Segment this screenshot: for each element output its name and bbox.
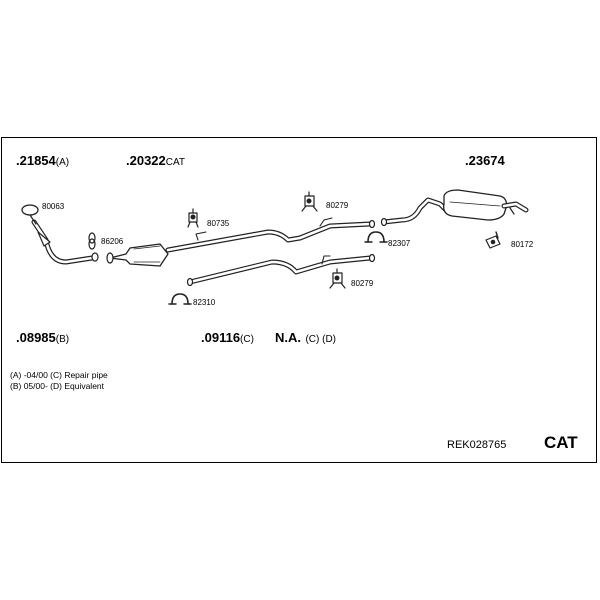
legend-line-2: (B) 05/00- (D) Equivalent — [10, 381, 105, 391]
diagram-frame — [1, 137, 597, 463]
cat-badge: CAT — [544, 433, 578, 452]
part-na: N.A. (C) (D) — [275, 330, 336, 345]
middle-pipe-upper-drawing — [165, 217, 376, 253]
clamp-82307-drawing — [364, 231, 388, 243]
code-80279-lower: 80279 — [351, 279, 374, 288]
middle-pipe-lower-drawing — [186, 253, 376, 287]
rubber-hanger-80279-lower-drawing — [329, 268, 346, 289]
part-20322: .20322CAT — [126, 153, 186, 168]
code-82310: 82310 — [193, 298, 216, 307]
catalytic-converter-drawing — [106, 243, 169, 267]
code-86206: 86206 — [101, 237, 124, 246]
part-23674: .23674 — [465, 153, 505, 168]
legend: (A) -04/00 (C) Repair pipe (B) 05/00- (D… — [10, 370, 108, 392]
rubber-hanger-80735-drawing — [187, 208, 199, 228]
code-82307: 82307 — [388, 239, 411, 248]
clamp-82310-drawing — [168, 293, 192, 305]
code-80063: 80063 — [42, 202, 65, 211]
part-21854: .21854(A) — [16, 153, 70, 168]
code-80735: 80735 — [207, 219, 230, 228]
code-80172: 80172 — [511, 240, 534, 249]
front-pipe-drawing — [21, 204, 99, 265]
part-08985: .08985(B) — [16, 330, 70, 345]
legend-line-1: (A) -04/00 (C) Repair pipe — [10, 370, 108, 380]
gasket-86206-drawing — [88, 232, 96, 250]
reference-number: REK028765 — [447, 439, 507, 451]
part-09116: .09116(C) — [201, 330, 254, 345]
rubber-hanger-80279-upper-drawing — [301, 191, 318, 212]
rubber-hanger-80172-drawing — [485, 231, 501, 249]
code-80279-upper: 80279 — [326, 201, 349, 210]
rear-silencer-drawing — [380, 189, 529, 227]
